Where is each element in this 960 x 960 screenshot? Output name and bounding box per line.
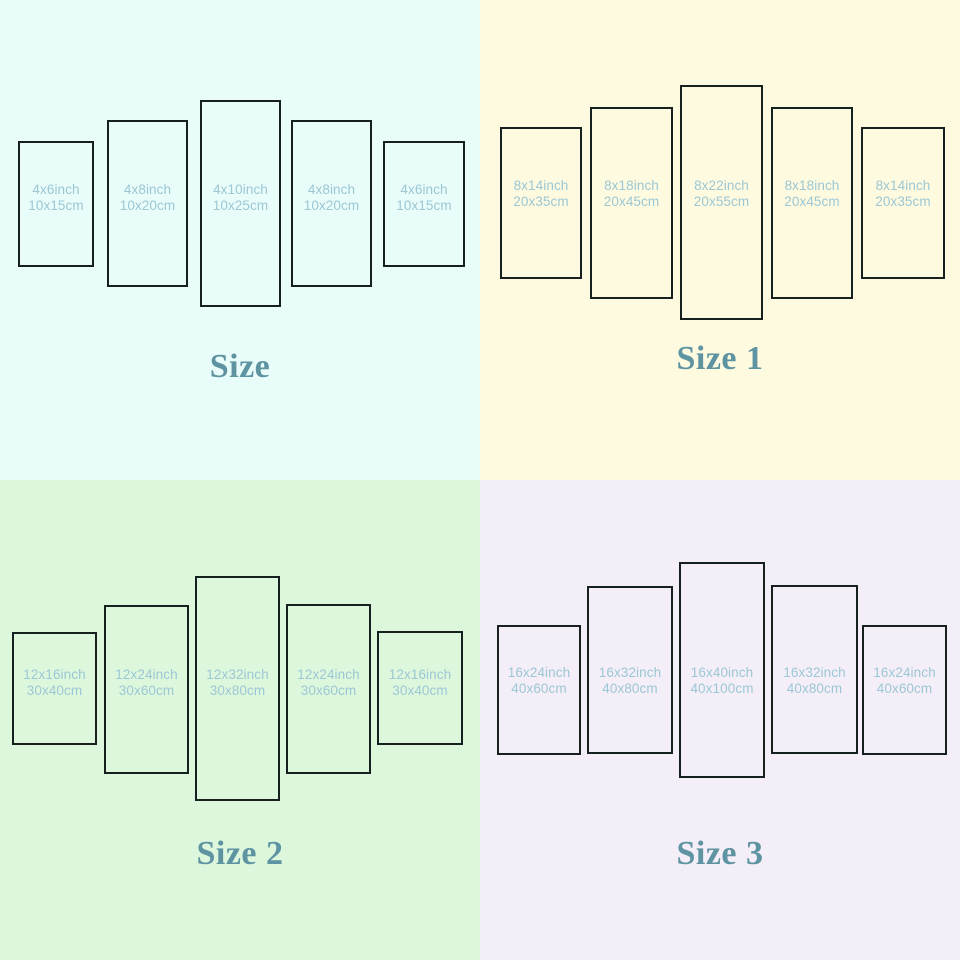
panel-4[interactable] (771, 585, 858, 754)
panel-1[interactable] (497, 625, 581, 755)
panel-2[interactable] (104, 605, 189, 774)
panel-3[interactable] (680, 85, 763, 320)
panel-5[interactable] (862, 625, 947, 755)
panel-5[interactable] (861, 127, 945, 279)
quadrant-title: Size 3 (676, 835, 764, 872)
panel-3[interactable] (200, 100, 281, 307)
panel-2[interactable] (590, 107, 673, 299)
panel-2[interactable] (107, 120, 188, 287)
panel-5[interactable] (383, 141, 465, 267)
panel-3[interactable] (679, 562, 765, 778)
quadrant-title: Size (209, 348, 271, 385)
quadrant-title: Size 2 (196, 835, 284, 872)
quadrant-title: Size 1 (676, 340, 764, 377)
panel-1[interactable] (18, 141, 94, 267)
panel-4[interactable] (291, 120, 372, 287)
panel-3[interactable] (195, 576, 280, 801)
panel-4[interactable] (286, 604, 371, 774)
panel-5[interactable] (377, 631, 463, 745)
panel-2[interactable] (587, 586, 673, 754)
panel-1[interactable] (12, 632, 97, 745)
panel-1[interactable] (500, 127, 582, 279)
panel-4[interactable] (771, 107, 853, 299)
